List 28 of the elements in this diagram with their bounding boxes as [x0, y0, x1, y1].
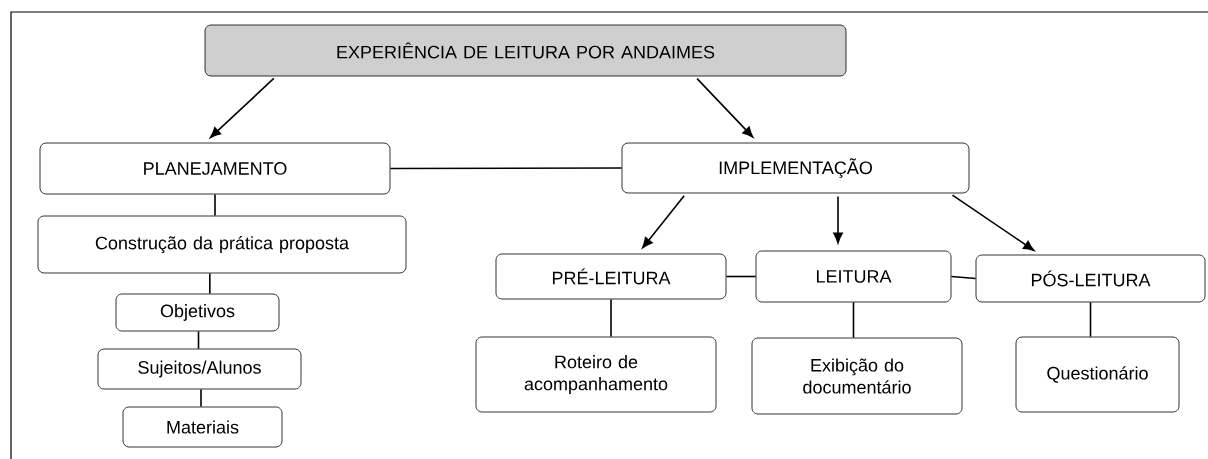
- process-box: Questionário: [1015, 336, 1180, 413]
- process-box: IMPLEMENTAÇÃO: [621, 142, 970, 194]
- process-box: PLANEJAMENTO: [39, 142, 391, 195]
- connector-line: [200, 388, 202, 408]
- connector-line: [389, 167, 623, 170]
- title-box: EXPERIÊNCIA DE LEITURA POR ANDAIMES: [204, 24, 847, 77]
- connector-line: [852, 301, 855, 339]
- arrow: [210, 77, 275, 138]
- connector-line: [209, 272, 211, 295]
- process-box: Construção da prática proposta: [37, 215, 407, 274]
- process-box: LEITURA: [755, 250, 952, 303]
- connector-line: [197, 330, 200, 350]
- connector-line: [610, 298, 612, 338]
- process-box: Roteiro de acompanhamento: [475, 336, 717, 413]
- connector-line: [214, 193, 216, 217]
- process-box: Sujeitos/Alunos: [97, 348, 302, 390]
- process-box: Materiais: [122, 406, 283, 448]
- arrow: [642, 194, 685, 249]
- connector-line: [725, 275, 757, 278]
- process-box: PRÉ-LEITURA: [495, 253, 727, 300]
- arrow: [833, 195, 843, 244]
- process-box: Objetivos: [115, 293, 280, 332]
- connector-line: [1089, 301, 1092, 338]
- connector-line: [950, 275, 977, 280]
- process-box: Exibição do documentário: [751, 337, 963, 415]
- arrow: [696, 77, 754, 138]
- arrow: [951, 194, 1035, 251]
- process-box: PÓS-LEITURA: [975, 254, 1206, 303]
